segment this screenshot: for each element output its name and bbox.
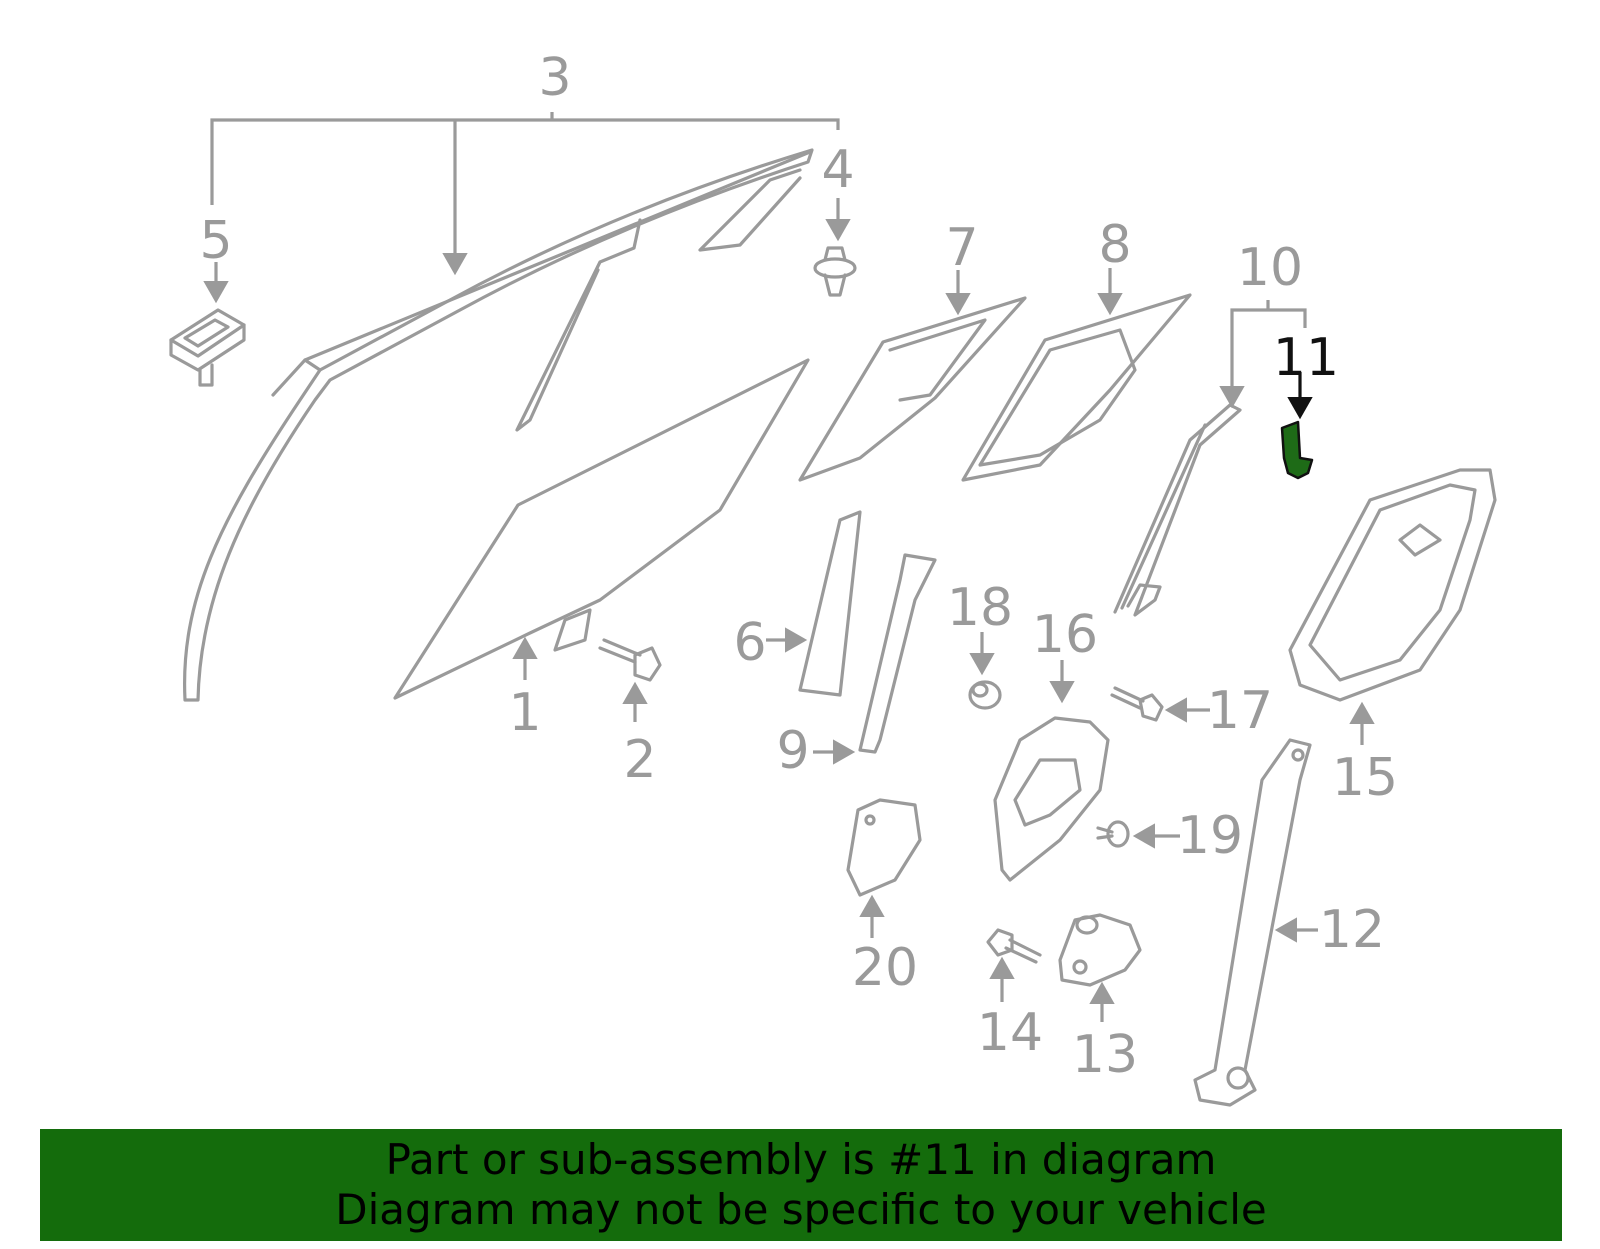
callout-17: 17 <box>1207 681 1273 741</box>
info-banner: Part or sub-assembly is #11 in diagram D… <box>40 1129 1562 1241</box>
part-13-motor <box>1058 913 1142 987</box>
part-4-clip <box>813 246 857 297</box>
callout-14: 14 <box>977 1003 1043 1063</box>
part-18-grommet <box>968 680 1002 710</box>
callout-8: 8 <box>1098 215 1131 275</box>
leader-lines <box>203 112 1375 1022</box>
callout-18: 18 <box>947 578 1013 638</box>
callout-1: 1 <box>508 683 541 743</box>
callout-13: 13 <box>1072 1025 1138 1085</box>
callout-4: 4 <box>821 140 854 200</box>
callout-7: 7 <box>945 218 978 278</box>
part-14-bolt <box>986 928 1042 964</box>
part-16-regulator-motor <box>993 716 1110 882</box>
part-10-channel <box>1113 403 1242 617</box>
callout-12: 12 <box>1319 900 1385 960</box>
callout-15: 15 <box>1332 748 1398 808</box>
part-3-door-sash <box>182 148 814 702</box>
callout-6: 6 <box>733 613 766 673</box>
part-12-regulator-rail <box>1193 738 1312 1107</box>
part-6-run-channel <box>798 510 862 697</box>
callout-9: 9 <box>776 721 809 781</box>
callout-5: 5 <box>199 211 232 271</box>
callout-19: 19 <box>1177 806 1243 866</box>
part-2-bolt <box>598 638 662 682</box>
part-5-stopper-block <box>169 308 246 387</box>
callout-10: 10 <box>1237 238 1303 298</box>
part-19-clip <box>1096 820 1130 848</box>
callout-20: 20 <box>852 938 918 998</box>
part-9-guide <box>858 553 937 754</box>
banner-line-part-number: Part or sub-assembly is #11 in diagram <box>385 1135 1217 1184</box>
part-1-door-glass <box>393 358 810 700</box>
callout-labels: 3 4 5 7 8 10 11 6 18 16 1 2 17 9 15 19 1… <box>199 48 1398 1085</box>
part-11-highlighted-clip <box>1280 420 1314 480</box>
part-7-quarter-glass <box>798 296 1027 482</box>
part-8-quarter-glass-assy <box>961 293 1192 482</box>
callout-3: 3 <box>538 48 571 108</box>
part-15-inner-panel <box>1288 468 1497 702</box>
callout-11-highlighted: 11 <box>1273 328 1339 388</box>
part-17-bolt <box>1110 686 1164 722</box>
callout-2: 2 <box>623 730 656 790</box>
part-20-patch <box>846 798 922 897</box>
banner-line-disclaimer: Diagram may not be specific to your vehi… <box>335 1185 1267 1234</box>
callout-16: 16 <box>1032 605 1098 665</box>
